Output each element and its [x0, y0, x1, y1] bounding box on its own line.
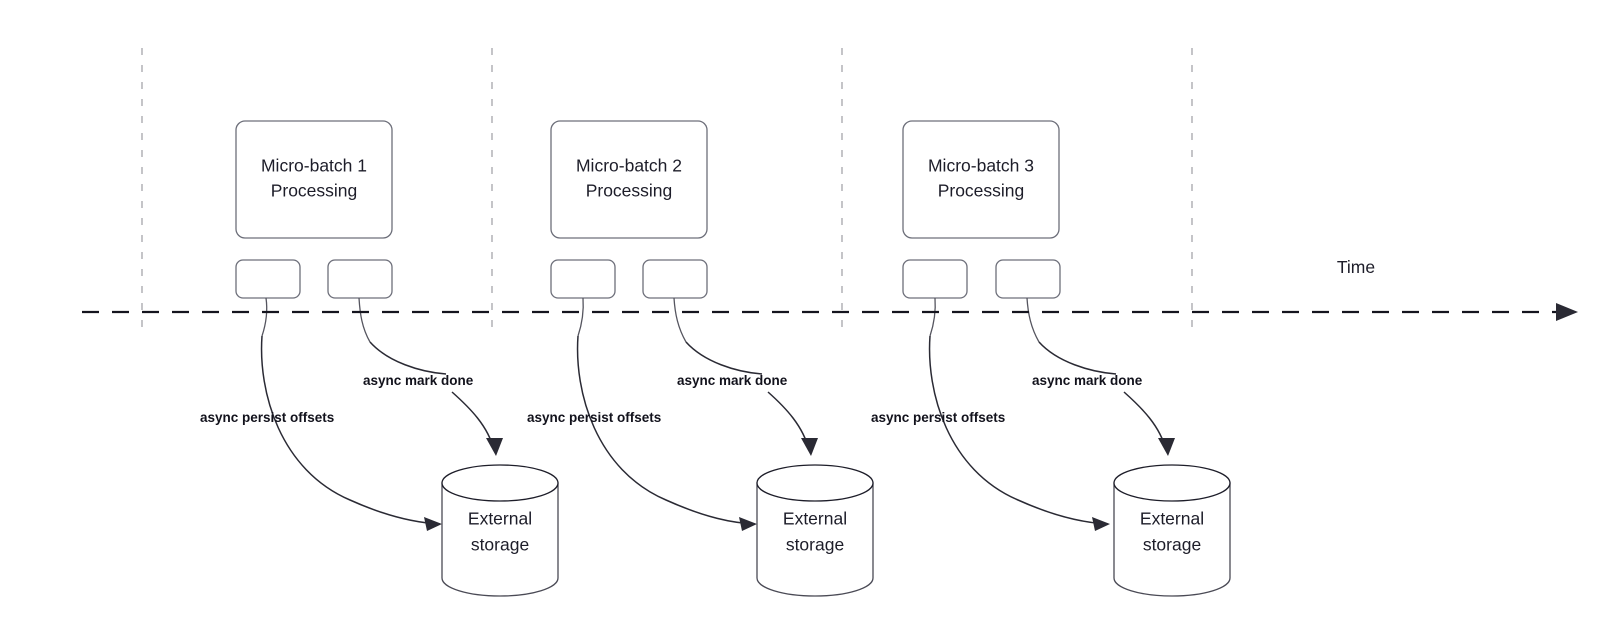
external-storage-1-top: [441, 464, 559, 502]
external-storage-1-label-line1: External: [468, 509, 532, 529]
mark-done-3-label: async mark done: [1032, 373, 1143, 388]
persist-offsets-3-curve: [928, 335, 1109, 525]
external-storage-2-label-line1: External: [783, 509, 847, 529]
task-box-2b[interactable]: [642, 259, 708, 299]
external-storage-2[interactable]: External storage: [756, 464, 874, 597]
task-box-3a[interactable]: [902, 259, 968, 299]
persist-offsets-2-curve: [576, 335, 756, 525]
mark-done-2-label: async mark done: [677, 373, 788, 388]
mark-done-3-curve-lower: [1123, 391, 1167, 451]
micro-batch-1-label-line2: Processing: [271, 181, 358, 201]
micro-batch-3-box[interactable]: [902, 120, 1060, 239]
tick-line-group: [141, 48, 1193, 332]
external-storage-3-label-line1: External: [1140, 509, 1204, 529]
mark-done-3-curve: [1038, 341, 1117, 375]
external-storage-1-label-line2: storage: [471, 535, 529, 555]
external-storage-1-body: [441, 482, 559, 597]
micro-batch-2-label-line1: Micro-batch 2: [576, 156, 682, 176]
persist-offsets-1-curve: [260, 335, 441, 525]
external-storage-2-top: [756, 464, 874, 502]
micro-batch-1-label-line1: Micro-batch 1: [261, 156, 367, 176]
external-storage-1[interactable]: External storage: [441, 464, 559, 597]
task-2b-stub: [673, 297, 687, 343]
persist-offsets-2-label: async persist offsets: [527, 410, 661, 425]
micro-batch-2-label-line2: Processing: [586, 181, 673, 201]
task-box-2a[interactable]: [550, 259, 616, 299]
external-storage-3-label-line2: storage: [1143, 535, 1201, 555]
mark-done-2-arrowhead: [801, 438, 818, 456]
task-2a-stub: [577, 297, 584, 337]
external-storage-2-label-line2: storage: [786, 535, 844, 555]
task-box-1b[interactable]: [327, 259, 393, 299]
time-axis: Time: [82, 257, 1578, 321]
external-storage-3[interactable]: External storage: [1113, 464, 1231, 597]
task-3b-stub: [1026, 297, 1040, 343]
arrow-right-icon: [1556, 303, 1578, 321]
mark-done-1-arrowhead: [486, 438, 503, 456]
time-axis-label: Time: [1337, 257, 1375, 277]
micro-batch-2-box[interactable]: [550, 120, 708, 239]
mark-done-1-curve: [369, 341, 447, 375]
mark-done-1-curve-lower: [451, 391, 495, 451]
group-2: Micro-batch 2 Processing async persist o…: [527, 120, 874, 597]
persist-offsets-3-label: async persist offsets: [871, 410, 1005, 425]
task-1b-stub: [358, 297, 371, 343]
micro-batch-3-label-line2: Processing: [938, 181, 1025, 201]
mark-done-3-arrowhead: [1158, 438, 1175, 456]
persist-offsets-2-arrowhead: [739, 517, 757, 531]
group-3: Micro-batch 3 Processing async persist o…: [871, 120, 1231, 597]
persist-offsets-1-label: async persist offsets: [200, 410, 334, 425]
task-box-3b[interactable]: [995, 259, 1061, 299]
external-storage-3-top: [1113, 464, 1231, 502]
group-1: Micro-batch 1 Processing async persist o…: [200, 120, 559, 597]
task-1a-stub: [261, 297, 268, 337]
task-box-1a[interactable]: [235, 259, 301, 299]
external-storage-2-body: [756, 482, 874, 597]
task-3a-stub: [929, 297, 936, 337]
persist-offsets-3-arrowhead: [1092, 517, 1110, 531]
external-storage-3-body: [1113, 482, 1231, 597]
mark-done-1-label: async mark done: [363, 373, 474, 388]
persist-offsets-1-arrowhead: [424, 517, 442, 531]
micro-batch-1-box[interactable]: [235, 120, 393, 239]
micro-batch-3-label-line1: Micro-batch 3: [928, 156, 1034, 176]
mark-done-2-curve: [685, 341, 763, 375]
